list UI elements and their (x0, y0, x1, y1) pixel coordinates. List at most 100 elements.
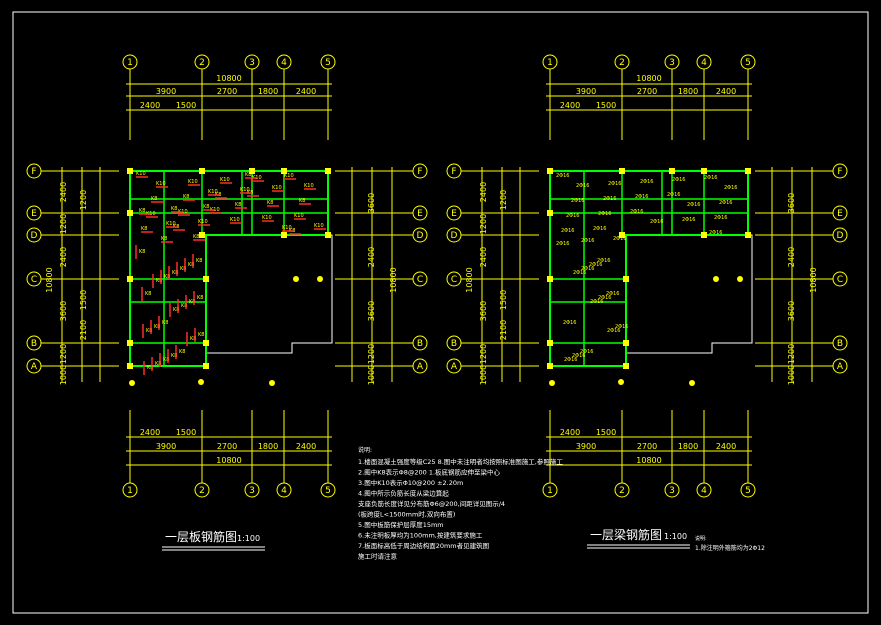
rebar-label: K8 (197, 295, 203, 301)
column (547, 363, 553, 369)
left-plan-title: 一层板钢筋图 (165, 529, 237, 544)
axis-bottom-5-label: 5 (325, 486, 331, 496)
axis-right-B-label: B (417, 339, 423, 349)
notes-line: 6.未注明板厚均为100mm,按建筑要求施工 (358, 531, 483, 540)
notes-line: 2.图中K8表示Φ8@200 1.板底钢筋应伸至梁中心 (358, 468, 501, 477)
axis-top-5-label: 5 (325, 58, 331, 68)
dim-right-part: 1200 (787, 344, 796, 364)
column (127, 363, 133, 369)
column (325, 168, 331, 174)
right-plan-scale: 1:100 (664, 532, 687, 541)
axis-left-F-label: F (31, 167, 36, 177)
beam-rebar-label: 2Φ16 (724, 185, 737, 191)
rebar-label: K8 (139, 208, 145, 214)
rebar-label: K8 (139, 249, 145, 255)
rebar-label: K8 (190, 336, 196, 342)
dim-right-part: 3600 (367, 301, 376, 321)
column-marker (293, 276, 299, 282)
axis-left-D-label: D (31, 231, 38, 241)
beam-rebar-label: 2Φ16 (563, 320, 576, 326)
column-marker (689, 380, 695, 386)
dim-bottom-part: 1800 (678, 442, 698, 451)
right-plan-note-text: 1.除注明外箍筋均为2Φ12 (695, 544, 765, 552)
rebar-label: K8 (156, 278, 162, 284)
axis-top-1-label: 1 (127, 58, 133, 68)
dim-right-part: 1000 (367, 365, 376, 385)
axis-left-C-label: C (31, 275, 37, 285)
column (701, 232, 707, 238)
notes-line: 施工时请注意 (358, 552, 398, 561)
rebar-label: K8 (172, 270, 178, 276)
column (547, 168, 553, 174)
dim-top-part: 3900 (576, 87, 596, 96)
rebar-label: K10 (282, 225, 292, 231)
rebar-label: K8 (163, 357, 169, 363)
dim-left-part: 2400 (479, 247, 488, 267)
axis-bottom-4-label: 4 (701, 486, 707, 496)
rebar-label: K8 (146, 328, 152, 334)
notes-line: (板跨度L<1500mm时,双向布置) (358, 510, 455, 519)
dim-bottom-sub: 1500 (596, 428, 616, 437)
axis-left-E-label: E (31, 209, 37, 219)
beam-rebar-label: 2Φ16 (640, 179, 653, 185)
column (325, 232, 331, 238)
axis-right-E-label: E (417, 209, 423, 219)
axis-right-D-label: D (417, 231, 424, 241)
dim-right-part: 2400 (367, 247, 376, 267)
rebar-label: K10 (262, 215, 272, 221)
beam-rebar-label: 2Φ16 (598, 295, 611, 301)
column (199, 168, 205, 174)
right-plan-note-head: 说明: (695, 535, 707, 542)
notes-line: 7.板面标高低于周边结构面20mm者见建筑图 (358, 541, 489, 550)
rebar-label: K8 (196, 258, 202, 264)
column (745, 232, 751, 238)
dim-left-part: 1200 (59, 214, 68, 234)
beam-rebar-label: 2Φ16 (572, 353, 585, 359)
dim-bottom-part: 3900 (156, 442, 176, 451)
beam-rebar-label: 2Φ16 (635, 194, 648, 200)
dim-top-part: 2700 (637, 87, 657, 96)
axis-bottom-1-label: 1 (547, 486, 553, 496)
dim-top-total: 10800 (216, 74, 241, 83)
axis-left-B-label: B (451, 339, 457, 349)
column (669, 168, 675, 174)
rebar-label: K10 (304, 183, 314, 189)
rebar-label: K10 (284, 173, 294, 179)
column (203, 363, 209, 369)
rebar-label: K8 (164, 274, 170, 280)
beam-rebar-label: 2Φ16 (709, 230, 722, 236)
rebar-label: K8 (154, 324, 160, 330)
dim-bottom-part: 2700 (637, 442, 657, 451)
dim-left-part: 2400 (59, 247, 68, 267)
rebar-label: K8 (188, 262, 194, 268)
dim-left-sub: 1500 (499, 290, 508, 310)
dim-right-total: 10800 (809, 267, 818, 292)
axis-right-F-label: F (837, 167, 842, 177)
rebar-label: K10 (220, 177, 230, 183)
beam-rebar-label: 2Φ16 (571, 198, 584, 204)
beam-rebar-label: 2Φ16 (714, 215, 727, 221)
column (619, 232, 625, 238)
beam-rebar-label: 2Φ16 (606, 291, 619, 297)
beam-rebar-label: 2Φ16 (556, 173, 569, 179)
axis-left-F-label: F (451, 167, 456, 177)
axis-left-A-label: A (451, 362, 458, 372)
dim-left-sub: 2100 (79, 320, 88, 340)
beam-rebar-label: 2Φ16 (581, 238, 594, 244)
rebar-label: K8 (179, 349, 185, 355)
rebar-label: K8 (145, 291, 151, 297)
beam-rebar-label: 2Φ16 (561, 228, 574, 234)
dim-left-total: 10800 (45, 267, 54, 292)
notes-head: 说明: (358, 446, 372, 454)
rebar-label: K10 (188, 179, 198, 185)
axis-right-F-label: F (417, 167, 422, 177)
axis-right-B-label: B (837, 339, 843, 349)
notes-line: 4.图中所示负筋长度从梁边算起 (358, 489, 449, 498)
dim-left-part: 1200 (59, 344, 68, 364)
column (547, 276, 553, 282)
dim-bottom-part: 2400 (296, 442, 316, 451)
axis-bottom-2-label: 2 (199, 486, 205, 496)
axis-bottom-4-label: 4 (281, 486, 287, 496)
dim-top-part: 1800 (258, 87, 278, 96)
